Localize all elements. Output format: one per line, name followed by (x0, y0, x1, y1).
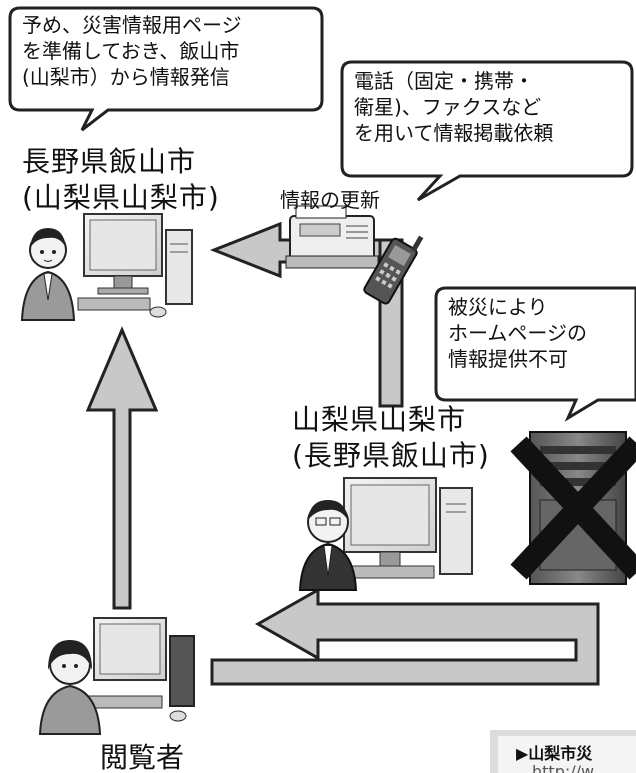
secondary-city-label: 山梨県山梨市 (長野県飯山市) (292, 402, 490, 474)
bubble-top-right-line-1: 電話（固定・携帯・ (354, 69, 534, 93)
primary-city-alt: (山梨県山梨市) (22, 181, 220, 214)
viewer-person (38, 640, 102, 735)
bubble-top-right-line-3: を用いて情報掲載依頼 (354, 121, 554, 145)
bubble-right-line-1: 被災により (448, 295, 548, 319)
secondary-city-name: 山梨県山梨市 (292, 403, 467, 436)
bubble-right (434, 286, 636, 422)
bubble-right-line-3: 情報提供不可 (448, 347, 568, 371)
bubble-top-left-line-1: 予め、災害情報用ページ (22, 13, 242, 37)
footer-note-line-1: ▶山梨市災 (516, 744, 593, 763)
fax-machine (285, 205, 379, 269)
bubble-top-right-text: 電話（固定・携帯・ 衛星)、ファクスなど を用いて情報掲載依頼 (354, 68, 553, 146)
bubble-top-right-line-2: 衛星)、ファクスなど (354, 95, 542, 119)
arrow-server-loop (210, 587, 600, 686)
secondary-office-person (298, 500, 358, 591)
bubble-top-right (340, 60, 634, 202)
mobile-phone (363, 235, 424, 305)
bubble-right-text: 被災により ホームページの 情報提供不可 (448, 294, 587, 372)
footer-note-box (490, 730, 636, 773)
footer-note-line-2: http://w (532, 762, 595, 773)
secondary-city-alt: (長野県飯山市) (292, 439, 490, 472)
secondary-office-computer (343, 477, 473, 579)
arrow-up-viewer-to-primary (85, 326, 159, 610)
viewer-computer (85, 617, 195, 722)
bubble-top-left-line-2: を準備しておき、飯山市 (22, 39, 240, 63)
bubble-top-left (8, 6, 324, 132)
primary-city-label: 長野県飯山市 (山梨県山梨市) (22, 144, 220, 216)
primary-office-computer (77, 213, 193, 318)
primary-city-name: 長野県飯山市 (22, 145, 197, 178)
bubble-top-left-text: 予め、災害情報用ページ を準備しておき、飯山市 (山梨市）から情報発信 (22, 12, 242, 90)
bubble-top-left-line-3: (山梨市）から情報発信 (22, 65, 230, 89)
update-label: 情報の更新 (280, 188, 380, 212)
unavailable-cross-icon (510, 436, 636, 580)
bubble-right-line-2: ホームページの (448, 321, 587, 345)
primary-office-person (20, 228, 76, 321)
viewer-label: 閲覧者 (100, 741, 185, 773)
